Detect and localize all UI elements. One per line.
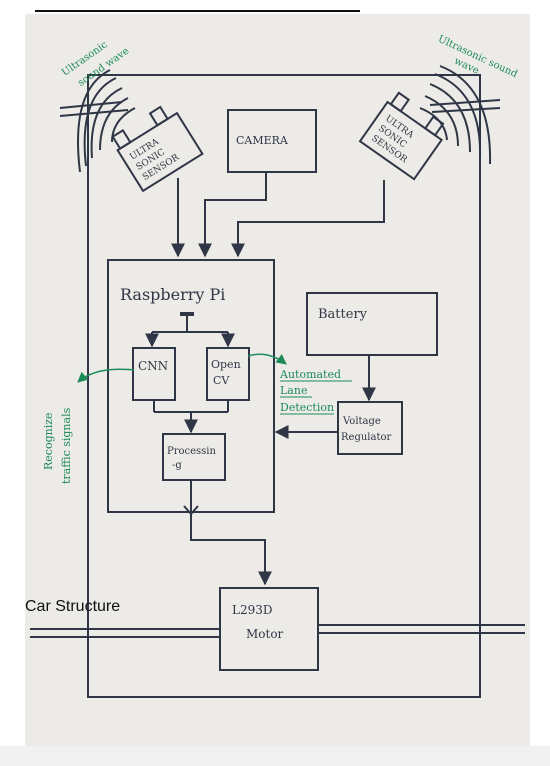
camera-label: CAMERA bbox=[236, 134, 289, 147]
pi-internal-connector bbox=[145, 312, 235, 348]
voltage-regulator-label-1: Voltage bbox=[342, 416, 381, 427]
lane-detection-label-3: Detection bbox=[280, 401, 334, 414]
motor-box bbox=[219, 587, 319, 671]
raspberry-pi-label: Raspberry Pi bbox=[120, 285, 225, 304]
ultrasonic-sensor-left: ULTRA SONIC SENSOR bbox=[111, 105, 204, 193]
lane-detection-pointer bbox=[247, 353, 287, 365]
traffic-signals-label-1: Recognize bbox=[42, 412, 55, 470]
processing-connector bbox=[153, 400, 229, 434]
processing-label-2: -g bbox=[172, 460, 182, 471]
car-structure-outline bbox=[87, 74, 481, 698]
processing-box bbox=[162, 433, 226, 481]
cnn-label: CNN bbox=[138, 359, 168, 373]
motor-label-1: L293D bbox=[232, 603, 273, 617]
bottom-strip bbox=[0, 746, 550, 766]
traffic-signals-label-2: traffic signals bbox=[60, 407, 73, 484]
motor-label-2: Motor bbox=[246, 627, 284, 641]
input-arrows bbox=[171, 172, 385, 258]
voltage-regulator-label-2: Regulator bbox=[341, 432, 391, 443]
axle-lines bbox=[30, 624, 525, 638]
traffic-signal-pointer bbox=[77, 368, 135, 383]
opencv-label-1: Open bbox=[211, 358, 241, 371]
sound-wave-left-icon bbox=[59, 69, 136, 173]
processing-to-motor-arrow bbox=[190, 480, 272, 586]
voltage-regulator-box bbox=[337, 401, 403, 455]
lane-detection-label-2: Lane bbox=[280, 384, 307, 397]
processing-arrow-tick-2 bbox=[190, 505, 199, 515]
processing-arrow-tick bbox=[183, 505, 192, 515]
opencv-label-2: CV bbox=[213, 374, 230, 387]
processing-label-1: Processin bbox=[167, 446, 217, 457]
lane-detection-label-1: Automated bbox=[279, 368, 341, 381]
car-structure-label: Car Structure bbox=[25, 598, 121, 615]
camera-box bbox=[227, 109, 317, 173]
battery-box bbox=[306, 292, 438, 356]
battery-label: Battery bbox=[318, 307, 368, 322]
sound-wave-right-icon bbox=[419, 65, 501, 165]
